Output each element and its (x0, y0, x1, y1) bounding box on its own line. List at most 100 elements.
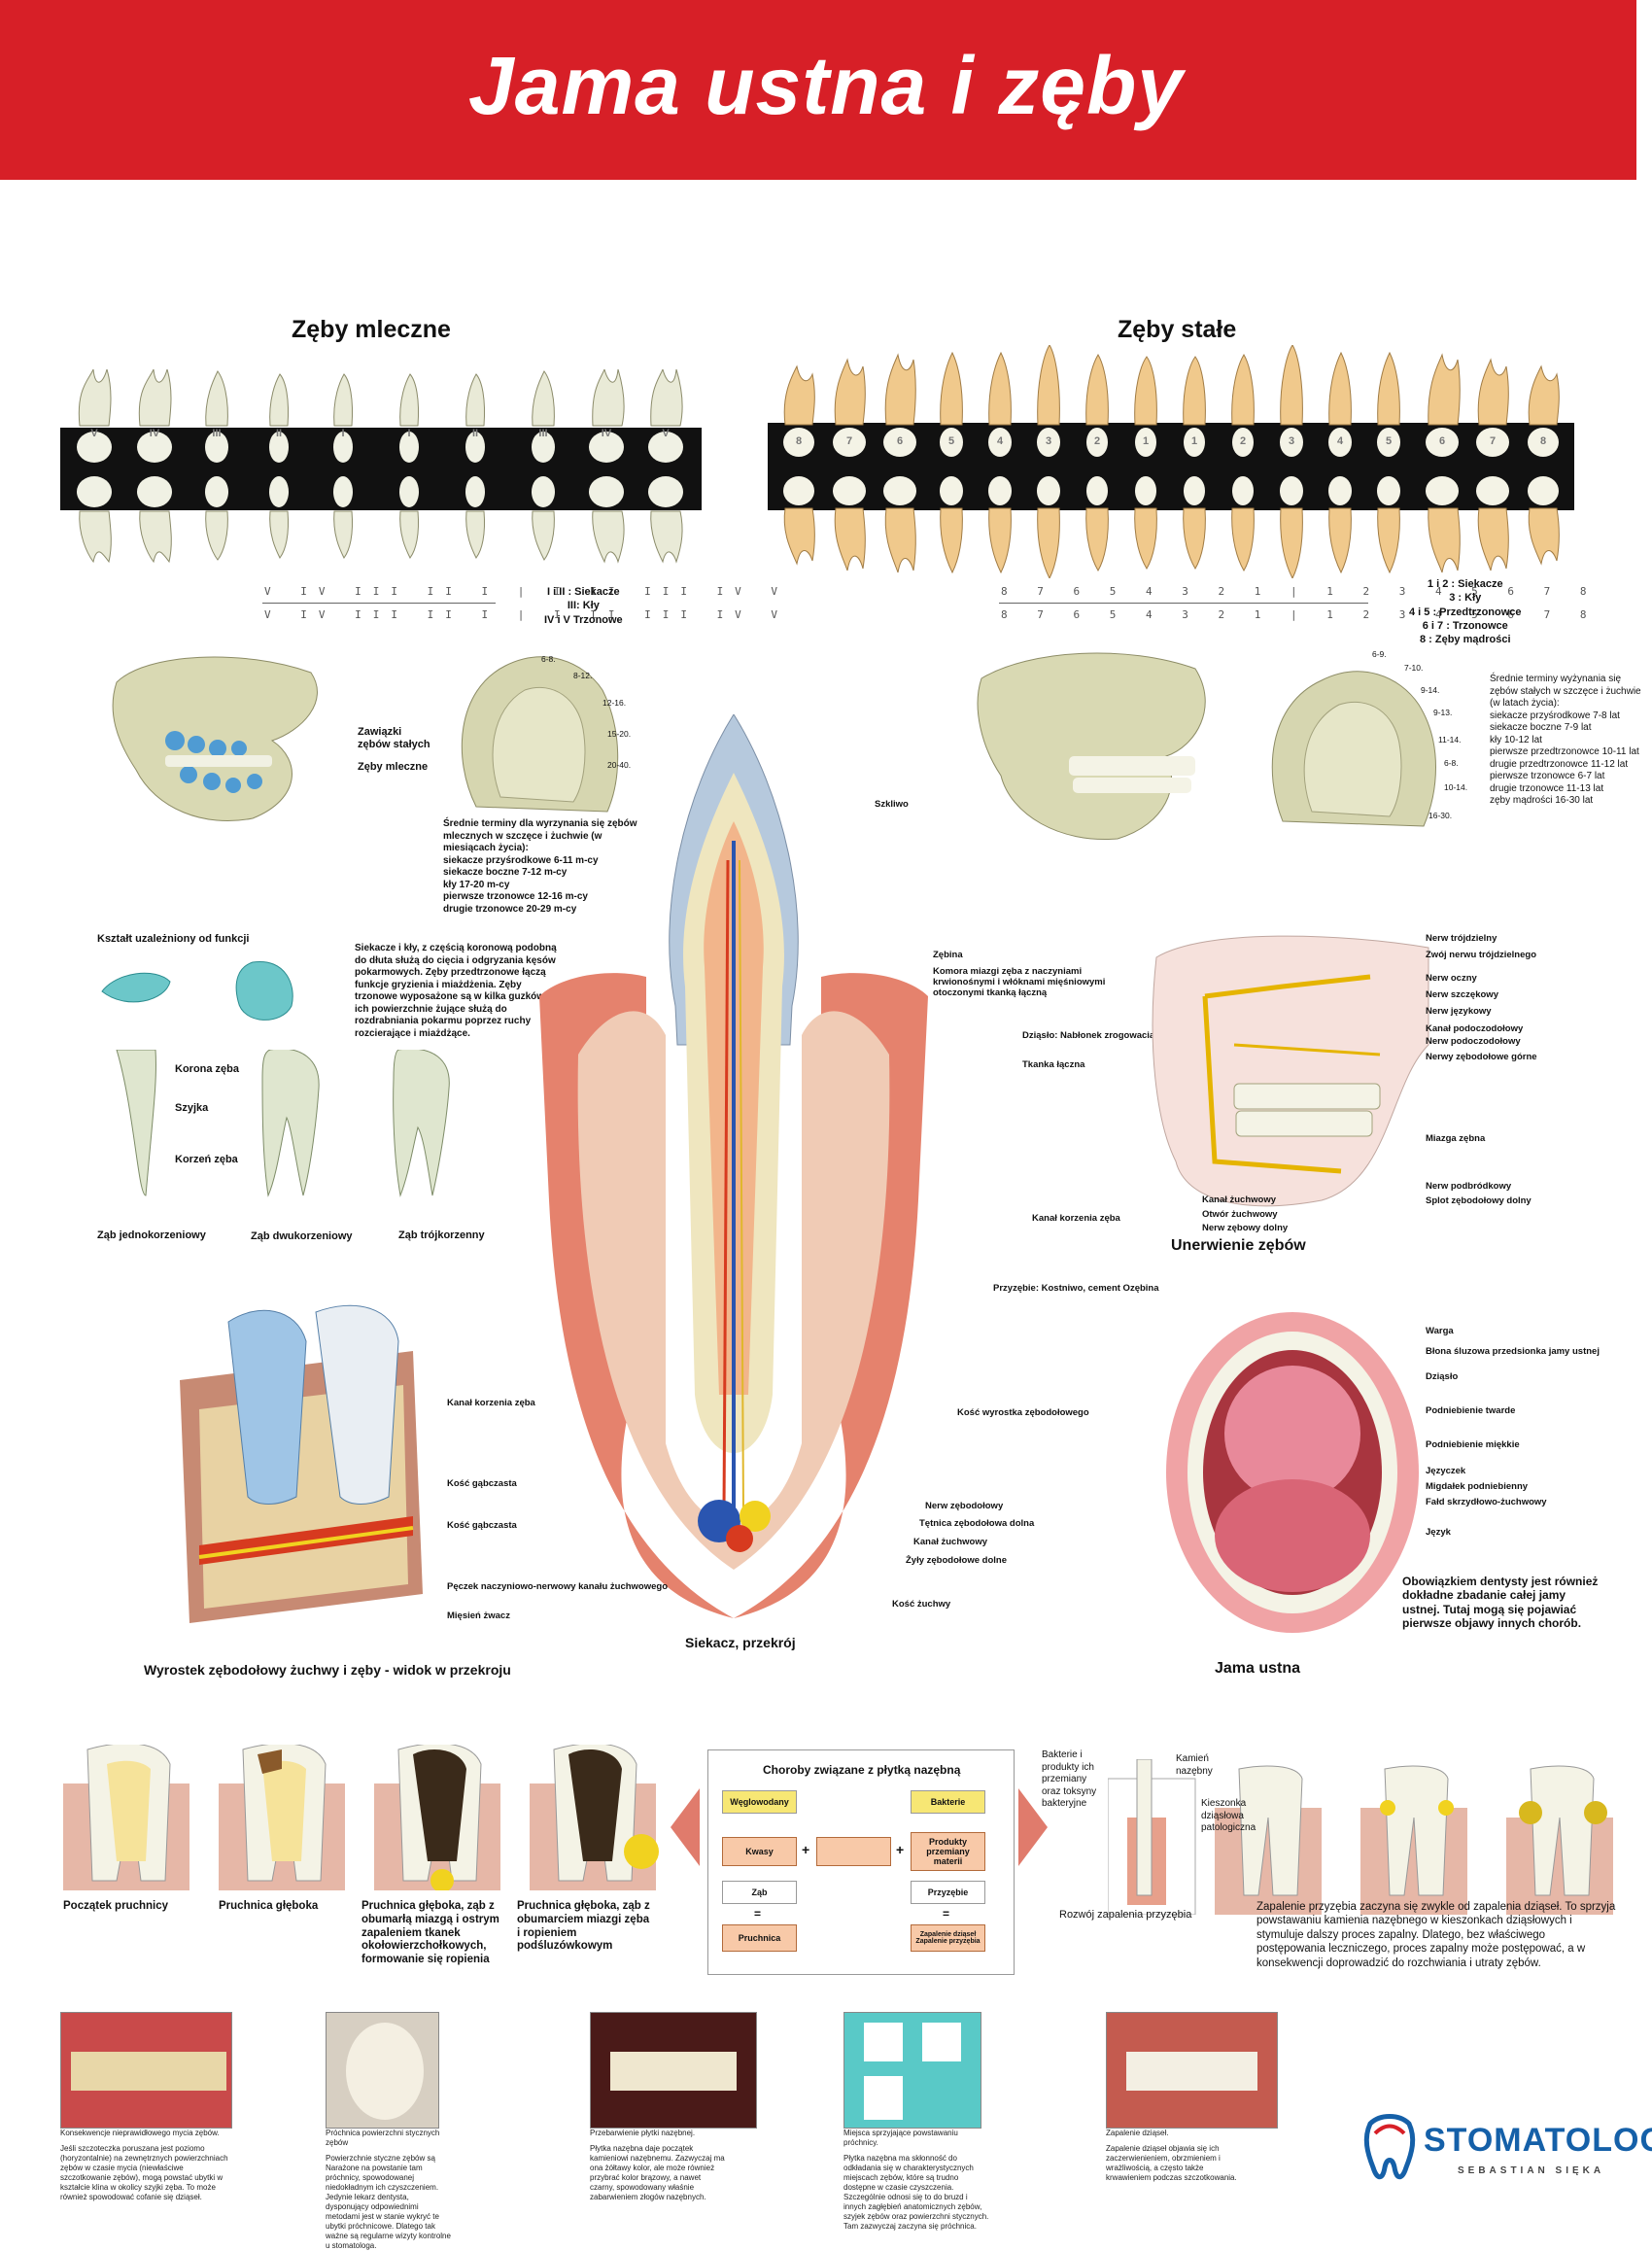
flow-carbs: Węglowodany (722, 1790, 797, 1814)
photo-caption: Zapalenie dziąseł. Zapalenie dziąseł obj… (1106, 2129, 1242, 2183)
mouth-label: Błona śluzowa przedsionka jamy ustnej (1426, 1346, 1600, 1357)
photo-caption: Konsekwencje nieprawidłowego mycia zębów… (60, 2129, 230, 2202)
permanent-teeth-illustration (768, 344, 1574, 580)
palate-age: 11-14. (1438, 735, 1462, 745)
innervation-illustration (1147, 928, 1438, 1220)
flow-plus: + (802, 1842, 810, 1857)
nerve-label: Miazga zębna (1426, 1133, 1486, 1144)
nerve-label: Nerwy zębodołowe górne (1426, 1052, 1537, 1062)
section-label: Kanał korzenia zęba (447, 1398, 535, 1408)
tooth-number: 1 (1190, 435, 1198, 447)
incisor-cross-section (539, 713, 928, 1623)
incisor-label-pulp: Komora miazgi zęba z naczyniami krwionoś… (933, 966, 1106, 998)
logo-name: STOMATOLOG (1424, 2122, 1652, 2159)
caries-stages-illustration (63, 1743, 666, 1892)
nerve-label: Splot zębodołowy dolny (1426, 1195, 1532, 1206)
pocket-label: Kieszonka dziąsłowa patologiczna (1201, 1798, 1256, 1833)
caries-stage-4: Pruchnica głęboka, ząb z obumarciem miaz… (517, 1900, 650, 1953)
flow-title: Choroby związane z płytką nazębną (763, 1763, 961, 1777)
page-title: Jama ustna i zęby (468, 40, 1184, 131)
mouth-note: Obowiązkiem dentysty jest również dokład… (1402, 1575, 1599, 1631)
palate-age: 6-8. (1444, 758, 1459, 768)
palate-age: 9-13. (1433, 708, 1453, 717)
jaw-3d-section (170, 1302, 442, 1633)
mouth-label: Dziąsło (1426, 1371, 1459, 1382)
photo-caption-text: Jeśli szczoteczka poruszana jest poziomo… (60, 2144, 228, 2201)
mouth-label: Fałd skrzydłowo-żuchwowy (1426, 1497, 1547, 1507)
flow-acids: Kwasy (722, 1837, 797, 1866)
shape-text: Siekacze i kły, z częścią koronową podob… (355, 943, 557, 1039)
innervation-title: Unerwienie zębów (1171, 1237, 1306, 1254)
nerve-label: Zwój nerwu trójdzielnego (1426, 950, 1536, 960)
caries-stage-1: Początek pruchnicy (63, 1900, 169, 1912)
shape-title: Kształt uzależniony od funkcji (97, 933, 250, 945)
incisor-label-artery: Tętnica zębodołowa dolna (919, 1518, 1035, 1529)
skull-label-buds: Zawiązki zębów stałych (358, 726, 430, 751)
mouth-label: Podniebienie twarde (1426, 1405, 1516, 1416)
photo-contact-caries (326, 2012, 439, 2129)
mouth-label: Migdałek podniebienny (1426, 1481, 1529, 1492)
flow-equals: = (943, 1907, 950, 1921)
permanent-title: Zęby stałe (1118, 316, 1237, 343)
tooth-number: 7 (1489, 435, 1497, 447)
permanent-legend: 1 i 2 : Siekacze 3 : Kły 4 i 5 : Przedtr… (1409, 578, 1522, 646)
arrow-right-icon (1018, 1788, 1048, 1866)
tooth-number: 2 (1239, 435, 1247, 447)
arrow-left-icon (671, 1788, 700, 1866)
tooth-number: I (407, 428, 411, 439)
deciduous-formula-bottom: V IV III II I | I II III IV V (264, 608, 790, 621)
deciduous-legend: I i II : Siekacze III: Kły IV i V Trzono… (544, 586, 623, 626)
incisor-label-connective: Tkanka łączna (1022, 1059, 1085, 1070)
title-banner: Jama ustna i zęby (0, 0, 1636, 180)
type-double-root: Ząb dwukorzeniowy (251, 1230, 353, 1242)
flow-middle-box (816, 1837, 891, 1866)
caries-stage-2: Pruchnica głęboka (219, 1900, 319, 1912)
palate-age: 10-14. (1444, 782, 1468, 792)
incisor-label-nerve: Nerw zębodołowy (925, 1501, 1004, 1511)
palate-age: 20-40. (607, 760, 632, 770)
nerve-label: Nerw oczny (1426, 973, 1477, 984)
plaque-diseases-diagram (707, 1749, 1015, 1975)
tooth-number: 8 (795, 435, 803, 447)
nerve-label: Kanał żuchwowy (1202, 1195, 1277, 1205)
nerve-label: Nerw podoczodołowy (1426, 1036, 1521, 1047)
nerve-label: Nerw językowy (1426, 1006, 1492, 1017)
flow-plus: + (896, 1842, 905, 1857)
tooth-number: III (538, 428, 548, 439)
incisor-label-enamel: Szkliwo (875, 799, 909, 810)
tooth-number: 4 (996, 435, 1004, 447)
incisor-label-canal: Kanał żuchwowy (913, 1537, 988, 1547)
photo-caption-text: Płytka nazębna daje początek kamieniowi … (590, 2144, 725, 2201)
flow-periodontium: Przyzębie (911, 1881, 985, 1904)
flow-tooth: Ząb (722, 1881, 797, 1904)
section-label: Mięsień żwacz (447, 1610, 510, 1621)
photo-caption-text: Płytka nazębna ma skłonność do odkładani… (843, 2154, 989, 2231)
bacteria-label: Bakterie i produkty ich przemiany oraz t… (1042, 1749, 1097, 1809)
section-label: Pęczek naczyniowo-nerwowy kanału żuchwow… (447, 1581, 668, 1592)
flow-equals: = (754, 1907, 762, 1921)
skull-label-milk: Zęby mleczne (358, 761, 429, 773)
permanent-upper-numbers: 8 7 6 5 4 3 2 1 1 2 3 4 5 6 7 8 (768, 435, 1574, 455)
tooth-number: 5 (1385, 435, 1393, 447)
child-palate-illustration (447, 651, 641, 816)
incisor-label-attachment: Przyzębie: Kostniwo, cement Ozębina (993, 1283, 1159, 1294)
deciduous-formula-top: V IV III II I | I II III IV V (264, 585, 790, 598)
photo-brushing (60, 2012, 232, 2129)
tooth-number: 3 (1045, 435, 1052, 447)
mouth-title: Jama ustna (1215, 1660, 1301, 1677)
photo-caption-title: Przebarwienie płytki nazębnej. (590, 2129, 696, 2137)
permanent-eruption-text: Średnie terminy wyżynania się zębów stał… (1490, 674, 1641, 806)
tooth-number: 6 (896, 435, 904, 447)
palate-age: 9-14. (1421, 685, 1440, 695)
flow-products: Produkty przemiany materii (911, 1832, 985, 1871)
nerve-label: Nerw podbródkowy (1426, 1181, 1512, 1192)
incisor-label-dentin: Zębina (933, 950, 963, 960)
incisor-label-jawbone: Kość żuchwy (892, 1599, 951, 1610)
periodontitis-illustration (1107, 1758, 1623, 1916)
photo-caries-sites (843, 2012, 981, 2129)
tooth-logo-icon (1356, 2114, 1424, 2182)
palate-age: 8-12. (573, 671, 593, 680)
flow-caries: Pruchnica (722, 1924, 797, 1952)
child-skull-illustration (107, 653, 350, 828)
palate-age: 7-10. (1404, 663, 1424, 673)
